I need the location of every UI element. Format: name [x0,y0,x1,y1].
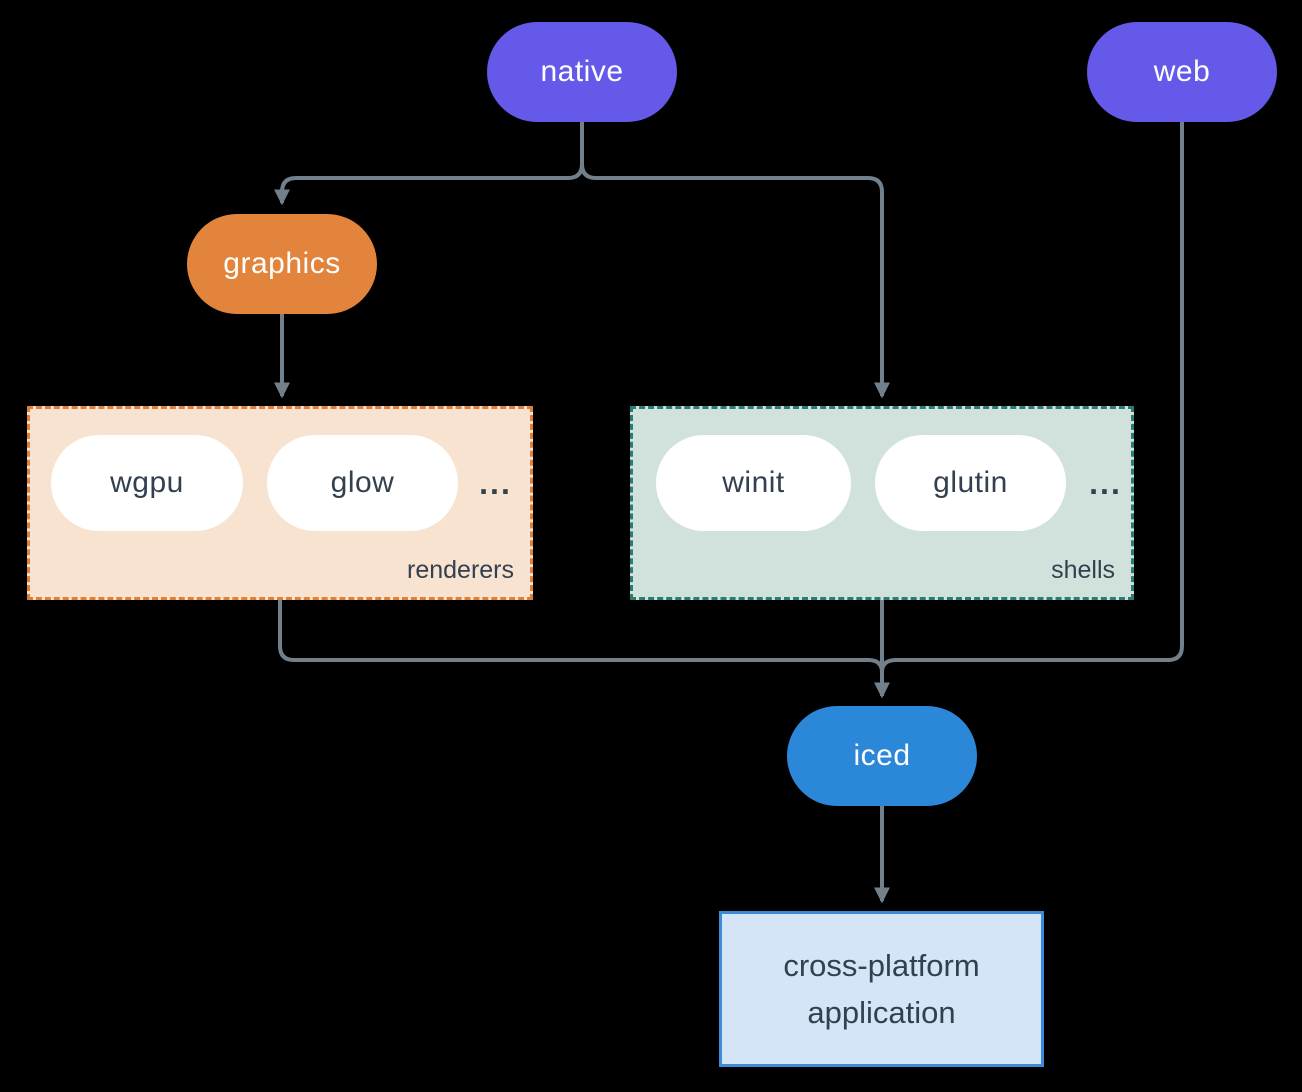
node-glow-label: glow [330,466,395,499]
node-glutin-label: glutin [933,466,1008,499]
node-wgpu: wgpu [51,435,243,531]
node-wgpu-label: wgpu [110,466,184,499]
node-glow: glow [267,435,458,531]
node-iced: iced [787,706,977,806]
renderers-ellipsis: ... [479,464,512,501]
node-iced-label: iced [853,739,911,772]
node-native: native [487,22,677,122]
group-shells: winit glutin ... shells [630,406,1134,600]
node-native-label: native [540,55,624,88]
group-renderers: wgpu glow ... renderers [27,406,533,600]
node-cross-platform-application: cross-platform application [719,911,1044,1067]
node-graphics: graphics [187,214,377,314]
application-label-line2: application [807,995,956,1030]
shells-ellipsis: ... [1089,464,1122,501]
group-shells-label: shells [1051,556,1115,584]
node-graphics-label: graphics [223,247,341,280]
edge-renderers-merge [278,598,884,673]
node-web-label: web [1153,55,1211,88]
node-winit: winit [656,435,851,531]
group-renderers-label: renderers [407,556,514,584]
node-glutin: glutin [875,435,1066,531]
application-label-line1: cross-platform [783,948,980,983]
node-winit-label: winit [722,466,785,499]
node-web: web [1087,22,1277,122]
edge-native-graphics [274,122,584,206]
edge-native-shells [580,122,890,399]
